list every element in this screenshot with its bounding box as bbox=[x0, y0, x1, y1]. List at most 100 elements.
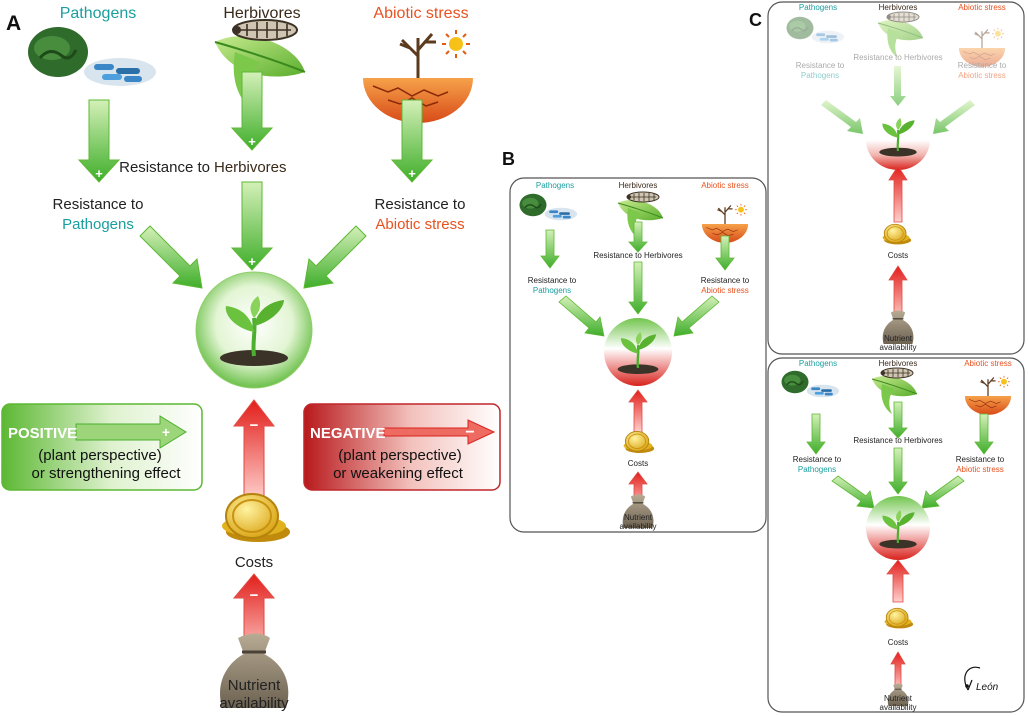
svg-text:−: − bbox=[250, 417, 259, 434]
legend-negative-line1: (plant perspective) bbox=[338, 447, 461, 464]
legend-positive-line2: or strengthening effect bbox=[32, 465, 182, 482]
resistance-herbivores-line1: Resistance to bbox=[119, 159, 210, 176]
resistance-abiotic-line1: Resistance to bbox=[375, 196, 466, 213]
panel-c-letter: C bbox=[749, 10, 762, 30]
d-arrow-abio bbox=[974, 413, 994, 455]
resistance-pathogens-line2: Pathogens bbox=[62, 216, 134, 233]
d-res-path-2: Pathogens bbox=[798, 465, 836, 474]
b-res-abio-2: Abiotic stress bbox=[701, 286, 749, 295]
d-costs-label: Costs bbox=[888, 638, 908, 647]
d-arrow-herb bbox=[888, 401, 908, 439]
legend-positive-title: POSITIVE bbox=[8, 425, 77, 442]
arrow-abiotic-down: + bbox=[390, 99, 434, 183]
arrow-pathogens-down: + bbox=[77, 99, 121, 183]
panel-d: D Pathogens Herbivores Abiotic stress Re… bbox=[767, 357, 1025, 713]
b-costs-label: Costs bbox=[628, 459, 648, 468]
abiotic-stress-label: Abiotic stress bbox=[373, 5, 468, 22]
legend-negative-title: NEGATIVE bbox=[310, 425, 386, 442]
svg-text:−: − bbox=[250, 587, 259, 604]
legend-negative: − NEGATIVE (plant perspective) or weaken… bbox=[303, 403, 501, 491]
b-arrow-costs-plant bbox=[628, 389, 648, 433]
d-arrow-costs-plant bbox=[886, 559, 910, 603]
svg-text:+: + bbox=[408, 166, 416, 181]
signature-text: León bbox=[976, 682, 999, 693]
resistance-pathogens-line1: Resistance to bbox=[53, 196, 144, 213]
panel-c: C Pathogens Herbivores Abiotic stress Re… bbox=[749, 1, 1025, 355]
legend-positive: + POSITIVE (plant perspective) or streng… bbox=[1, 403, 203, 491]
svg-text:+: + bbox=[95, 166, 103, 181]
arrow-herbivores-down: + bbox=[230, 71, 274, 151]
b-pathogens-label: Pathogens bbox=[536, 181, 574, 190]
resistance-herbivores-line2: Herbivores bbox=[214, 159, 287, 176]
c-res-abio-1: Resistance to bbox=[958, 61, 1007, 70]
c-costs-label: Costs bbox=[888, 251, 908, 260]
b-arrow-herb bbox=[628, 221, 648, 253]
c-nutrient-1: Nutrient bbox=[884, 334, 913, 343]
b-nutrient-1: Nutrient bbox=[624, 513, 653, 522]
d-res-herb: Resistance to Herbivores bbox=[853, 436, 942, 445]
c-arrow-path-plant bbox=[821, 100, 863, 134]
b-plant-node bbox=[604, 318, 672, 386]
c-nutrient-2: availability bbox=[880, 343, 917, 352]
panel-a-letter: A bbox=[6, 12, 21, 35]
d-nutrient-2: availability bbox=[880, 703, 917, 712]
plant-node bbox=[195, 271, 313, 389]
d-res-path-1: Resistance to bbox=[793, 455, 842, 464]
b-arrow-path-plant bbox=[558, 295, 605, 337]
pathogens-illustration bbox=[26, 25, 158, 88]
b-res-abio-1: Resistance to bbox=[701, 276, 750, 285]
d-herbivores-label: Herbivores bbox=[879, 359, 918, 368]
b-abiotic-label: Abiotic stress bbox=[701, 181, 749, 190]
svg-text:+: + bbox=[248, 254, 256, 269]
nutrient-label-line2: availability bbox=[219, 695, 289, 712]
c-res-herb: Resistance to Herbivores bbox=[853, 53, 942, 62]
arrow-costs-to-plant: − bbox=[232, 399, 276, 501]
nutrient-label-line1: Nutrient bbox=[228, 677, 281, 694]
legend-negative-line2: or weakening effect bbox=[333, 465, 464, 482]
c-pathogens-label: Pathogens bbox=[799, 3, 837, 12]
pathogens-label: Pathogens bbox=[60, 5, 137, 22]
d-arrow-path bbox=[806, 413, 826, 455]
b-res-path-1: Resistance to bbox=[528, 276, 577, 285]
d-arrow-herb-plant bbox=[888, 447, 908, 495]
b-arrow-abio bbox=[715, 235, 735, 271]
b-arrow-path bbox=[540, 229, 560, 269]
c-res-abio-2: Abiotic stress bbox=[958, 71, 1006, 80]
d-abiotic-label: Abiotic stress bbox=[964, 359, 1012, 368]
resistance-abiotic-line2: Abiotic stress bbox=[375, 216, 464, 233]
b-arrow-abio-plant bbox=[673, 295, 720, 337]
d-plant-node bbox=[866, 496, 930, 560]
c-abiotic-label: Abiotic stress bbox=[958, 3, 1006, 12]
legend-positive-line1: (plant perspective) bbox=[38, 447, 161, 464]
c-herbivores-label: Herbivores bbox=[879, 3, 918, 12]
d-nutrient-1: Nutrient bbox=[884, 694, 913, 703]
arrow-abiotic-to-plant bbox=[303, 225, 367, 289]
panel-a: A Pathogens Herbivores Abiotic stress + … bbox=[1, 5, 501, 712]
d-arrow-abio-plant bbox=[921, 475, 965, 509]
c-arrow-abio-plant bbox=[933, 100, 975, 134]
d-res-abio-2: Abiotic stress bbox=[956, 465, 1004, 474]
panel-b-letter: B bbox=[502, 149, 515, 169]
d-res-abio-1: Resistance to bbox=[956, 455, 1005, 464]
b-nutrient-2: availability bbox=[620, 522, 657, 531]
c-res-path-1: Resistance to bbox=[796, 61, 845, 70]
svg-text:+: + bbox=[248, 134, 256, 149]
b-res-herb: Resistance to Herbivores bbox=[593, 251, 682, 260]
panel-b: B Pathogens Herbivores Abiotic stress Re… bbox=[502, 149, 767, 533]
d-arrow-path-plant bbox=[831, 475, 875, 509]
legend-negative-sign: − bbox=[465, 424, 474, 441]
costs-label: Costs bbox=[235, 554, 273, 571]
arrow-pathogens-to-plant bbox=[139, 225, 203, 289]
b-res-path-2: Pathogens bbox=[533, 286, 571, 295]
arrow-herbivores-to-plant: + bbox=[230, 181, 274, 271]
herbivores-label: Herbivores bbox=[223, 5, 300, 22]
c-arrow-herb-plant bbox=[890, 66, 906, 106]
c-plant-node bbox=[866, 116, 930, 170]
b-arrow-herb-plant bbox=[628, 261, 648, 315]
b-herbivores-label: Herbivores bbox=[619, 181, 658, 190]
artist-signature: León bbox=[964, 666, 999, 693]
c-res-path-2: Pathogens bbox=[801, 71, 839, 80]
coins-icon bbox=[221, 493, 291, 543]
legend-positive-sign: + bbox=[162, 424, 170, 440]
